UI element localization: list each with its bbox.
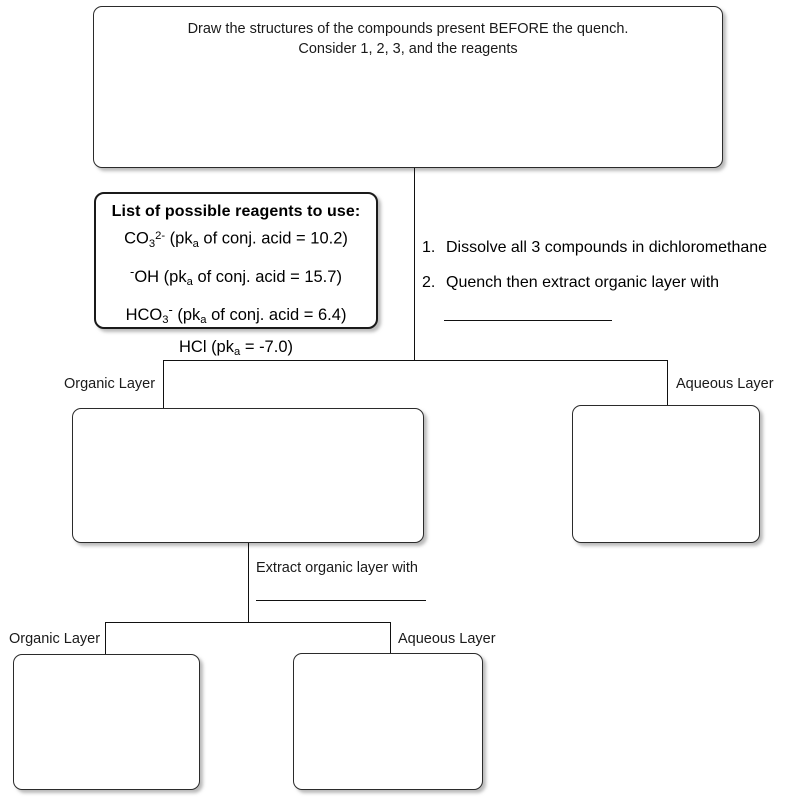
prompt-line-2: Consider 1, 2, 3, and the reagents xyxy=(298,41,518,57)
reagent-carbonate-pka: 10.2 xyxy=(310,229,343,248)
reagent-hcl-pka: -7.0 xyxy=(259,337,288,356)
separation-2-organic-label: Organic Layer xyxy=(9,631,101,647)
prompt-line-1: Draw the structures of the compounds pre… xyxy=(187,21,629,37)
step-1-text: Dissolve all 3 compounds in dichlorometh… xyxy=(446,239,768,256)
reagent-item-bicarbonate: HCO3- (pka of conj. acid = 6.4) xyxy=(125,301,347,326)
reagent-hydroxide-pka: 15.7 xyxy=(304,267,337,286)
reagent-item-hydrochloric-acid: HCl (pka = -7.0) xyxy=(178,337,293,358)
connector-prompt-to-split-1 xyxy=(414,168,415,361)
reagent-item-carbonate: CO32- (pka of conj. acid = 10.2) xyxy=(124,229,348,250)
blank-answer-line-1[interactable] xyxy=(444,320,612,321)
separation-2-aqueous-label: Aqueous Layer xyxy=(398,631,496,647)
reagent-bicarbonate-pka: 6.4 xyxy=(318,305,341,324)
connector-split-1-to-organic xyxy=(163,360,164,408)
reagents-title: List of possible reagents to use: xyxy=(111,203,361,220)
connector-split-2-to-aqueous xyxy=(390,622,391,653)
separation-1-organic-answer-box[interactable] xyxy=(72,408,424,543)
separation-2-organic-answer-box[interactable] xyxy=(13,654,200,790)
prompt-text: Draw the structures of the compounds pre… xyxy=(94,19,722,59)
reagents-list-box: List of possible reagents to use: CO32- … xyxy=(94,192,378,358)
separation-1-aqueous-answer-box[interactable] xyxy=(572,405,760,543)
extract-step-label: Extract organic layer with xyxy=(256,560,418,576)
separation-1-aqueous-label: Aqueous Layer xyxy=(676,376,774,392)
split-2-horizontal-bar xyxy=(105,622,390,623)
reagent-item-hydroxide: -OH (pka of conj. acid = 15.7) xyxy=(130,263,342,288)
blank-answer-line-2[interactable] xyxy=(256,600,426,601)
prompt-answer-box[interactable]: Draw the structures of the compounds pre… xyxy=(93,6,723,168)
separation-2-aqueous-answer-box[interactable] xyxy=(293,653,483,790)
connector-split-1-to-aqueous xyxy=(667,360,668,406)
procedure-step-2: 2. Quench then extract organic layer wit… xyxy=(422,274,719,292)
step-1-number: 1. xyxy=(422,239,436,256)
separation-1-organic-label: Organic Layer xyxy=(64,376,156,392)
procedure-step-1: 1. Dissolve all 3 compounds in dichlorom… xyxy=(422,239,767,257)
split-1-horizontal-bar xyxy=(163,360,668,361)
connector-split-2-to-organic xyxy=(105,622,106,654)
step-2-number: 2. xyxy=(422,274,436,291)
connector-organic-to-split-2 xyxy=(248,543,249,622)
step-2-text: Quench then extract organic layer with xyxy=(446,274,720,291)
